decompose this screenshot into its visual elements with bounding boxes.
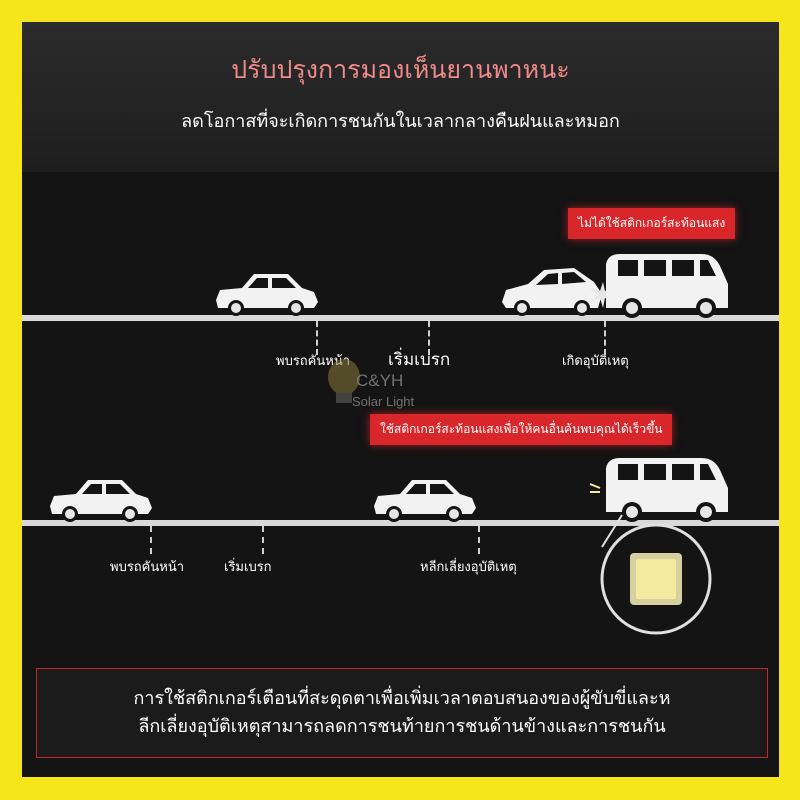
footer-box: การใช้สติกเกอร์เตือนที่สะดุดตาเพื่อเพิ่ม… <box>36 668 768 758</box>
reflector-zoom-icon <box>600 514 712 635</box>
crash-burst-icon <box>590 282 616 308</box>
watermark-sub: Solar Light <box>352 394 415 409</box>
car-icon <box>50 480 152 522</box>
marker-dash <box>478 526 480 554</box>
page-title: ปรับปรุงการมองเห็นยานพาหนะ <box>231 55 570 84</box>
header: ปรับปรุงการมองเห็นยานพาหนะ ลดโอกาสที่จะเ… <box>22 22 779 172</box>
sticker-banner: ใช้สติกเกอร์สะท้อนแสงเพื่อให้คนอื่นค้นพบ… <box>370 414 673 445</box>
marker-dash <box>604 321 606 355</box>
marker-dash <box>316 321 318 355</box>
watermark: C&YH Solar Light <box>318 327 458 427</box>
van-icon <box>606 254 728 318</box>
footer-line-1: การใช้สติกเกอร์เตือนที่สะดุดตาเพื่อเพิ่ม… <box>133 688 671 709</box>
footer-text: การใช้สติกเกอร์เตือนที่สะดุดตาเพื่อเพิ่ม… <box>37 685 767 741</box>
label-avoid-accident: หลีกเลี่ยงอุบัติเหตุ <box>420 560 517 575</box>
no-sticker-banner: ไม่ได้ใช้สติกเกอร์สะท้อนแสง <box>568 208 736 239</box>
label-see-car-ahead: พบรถคันหน้า <box>110 560 185 575</box>
page-subtitle: ลดโอกาสที่จะเกิดการชนกันในเวลากลางคืนฝนแ… <box>181 111 620 132</box>
label-start-braking: เริ่มเบรก <box>388 350 451 370</box>
infographic-panel: ปรับปรุงการมองเห็นยานพาหนะ ลดโอกาสที่จะเ… <box>22 22 779 777</box>
label-see-car-ahead: พบรถคันหน้า <box>276 354 351 369</box>
glow-icon <box>589 483 601 493</box>
crashed-car-icon <box>502 268 602 316</box>
label-start-braking: เริ่มเบรก <box>224 560 272 575</box>
lightbulb-icon <box>328 359 360 403</box>
car-icon <box>374 480 476 522</box>
label-accident: เกิดอุบัติเหตุ <box>562 354 629 369</box>
marker-dash <box>428 321 430 355</box>
road-bottom <box>22 520 779 526</box>
marker-dash <box>150 526 152 554</box>
watermark-brand: C&YH <box>356 371 404 390</box>
car-icon <box>216 274 318 316</box>
van-icon <box>606 458 728 522</box>
road-top <box>22 315 779 321</box>
footer-line-2: ลีกเลี่ยงอุบัติเหตุสามารถลดการชนท้ายการช… <box>138 716 666 737</box>
marker-dash <box>262 526 264 554</box>
